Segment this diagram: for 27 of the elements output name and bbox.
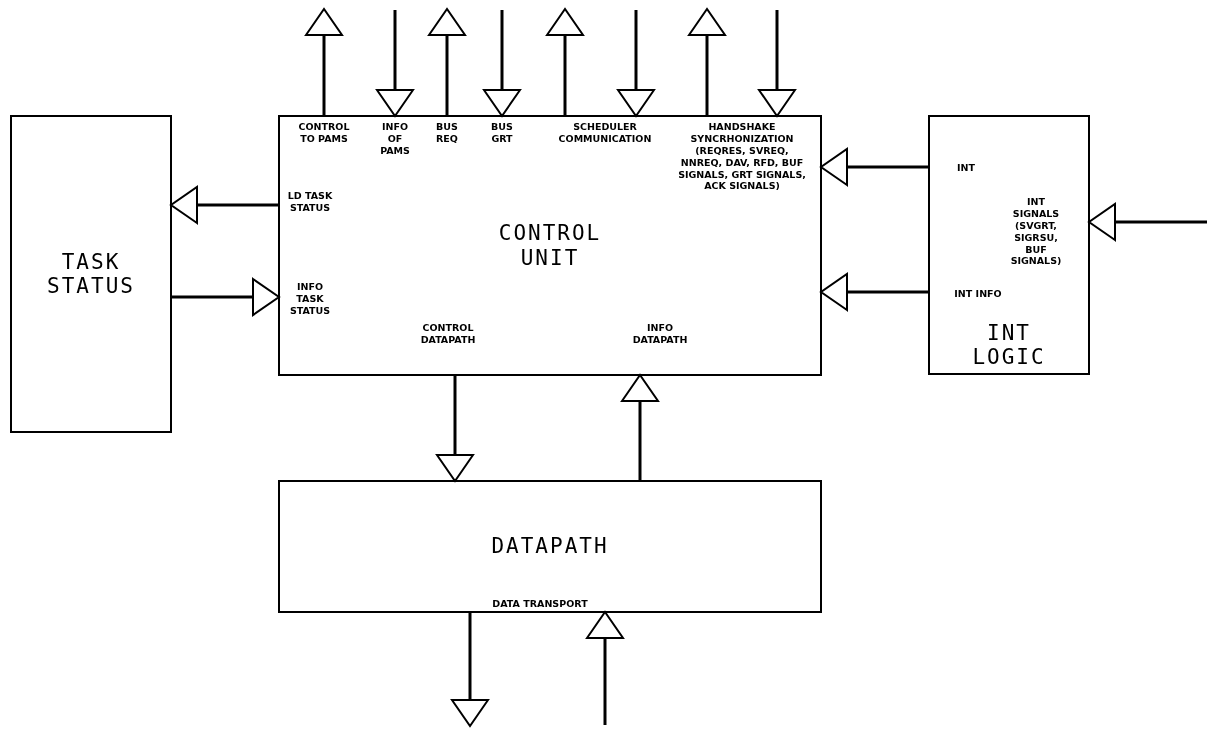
block-title: TASK STATUS <box>46 249 136 299</box>
block-box <box>10 115 172 433</box>
arrow <box>688 8 726 115</box>
arrow <box>621 374 659 480</box>
arrow <box>586 611 624 725</box>
arrow <box>170 186 278 224</box>
block-box <box>278 115 822 376</box>
arrow <box>172 278 280 316</box>
arrow <box>483 10 521 117</box>
arrow <box>436 376 474 482</box>
arrow <box>758 10 796 117</box>
block-title: DATAPATH <box>490 534 610 559</box>
arrow <box>1088 203 1207 241</box>
arrow <box>617 10 655 117</box>
edge-label: LD TASK STATUS <box>285 190 335 214</box>
block-box <box>278 480 822 613</box>
block-title: CONTROL UNIT <box>497 221 603 270</box>
arrow <box>546 8 584 115</box>
arrow <box>820 273 928 311</box>
arrow <box>820 148 928 186</box>
signal-label: HANDSHAKE SYNCRHONIZATION (REQRES, SVREQ, NNREQ, DAV, RFD, BUF SIGNALS, GRT SIGNALS, ACK SIGNALS) <box>676 121 808 193</box>
arrow <box>428 8 466 115</box>
block-box <box>928 115 1090 375</box>
arrow <box>305 8 343 115</box>
arrow <box>451 613 489 727</box>
block-title: INT LOGIC <box>971 320 1047 369</box>
arrow <box>376 10 414 117</box>
